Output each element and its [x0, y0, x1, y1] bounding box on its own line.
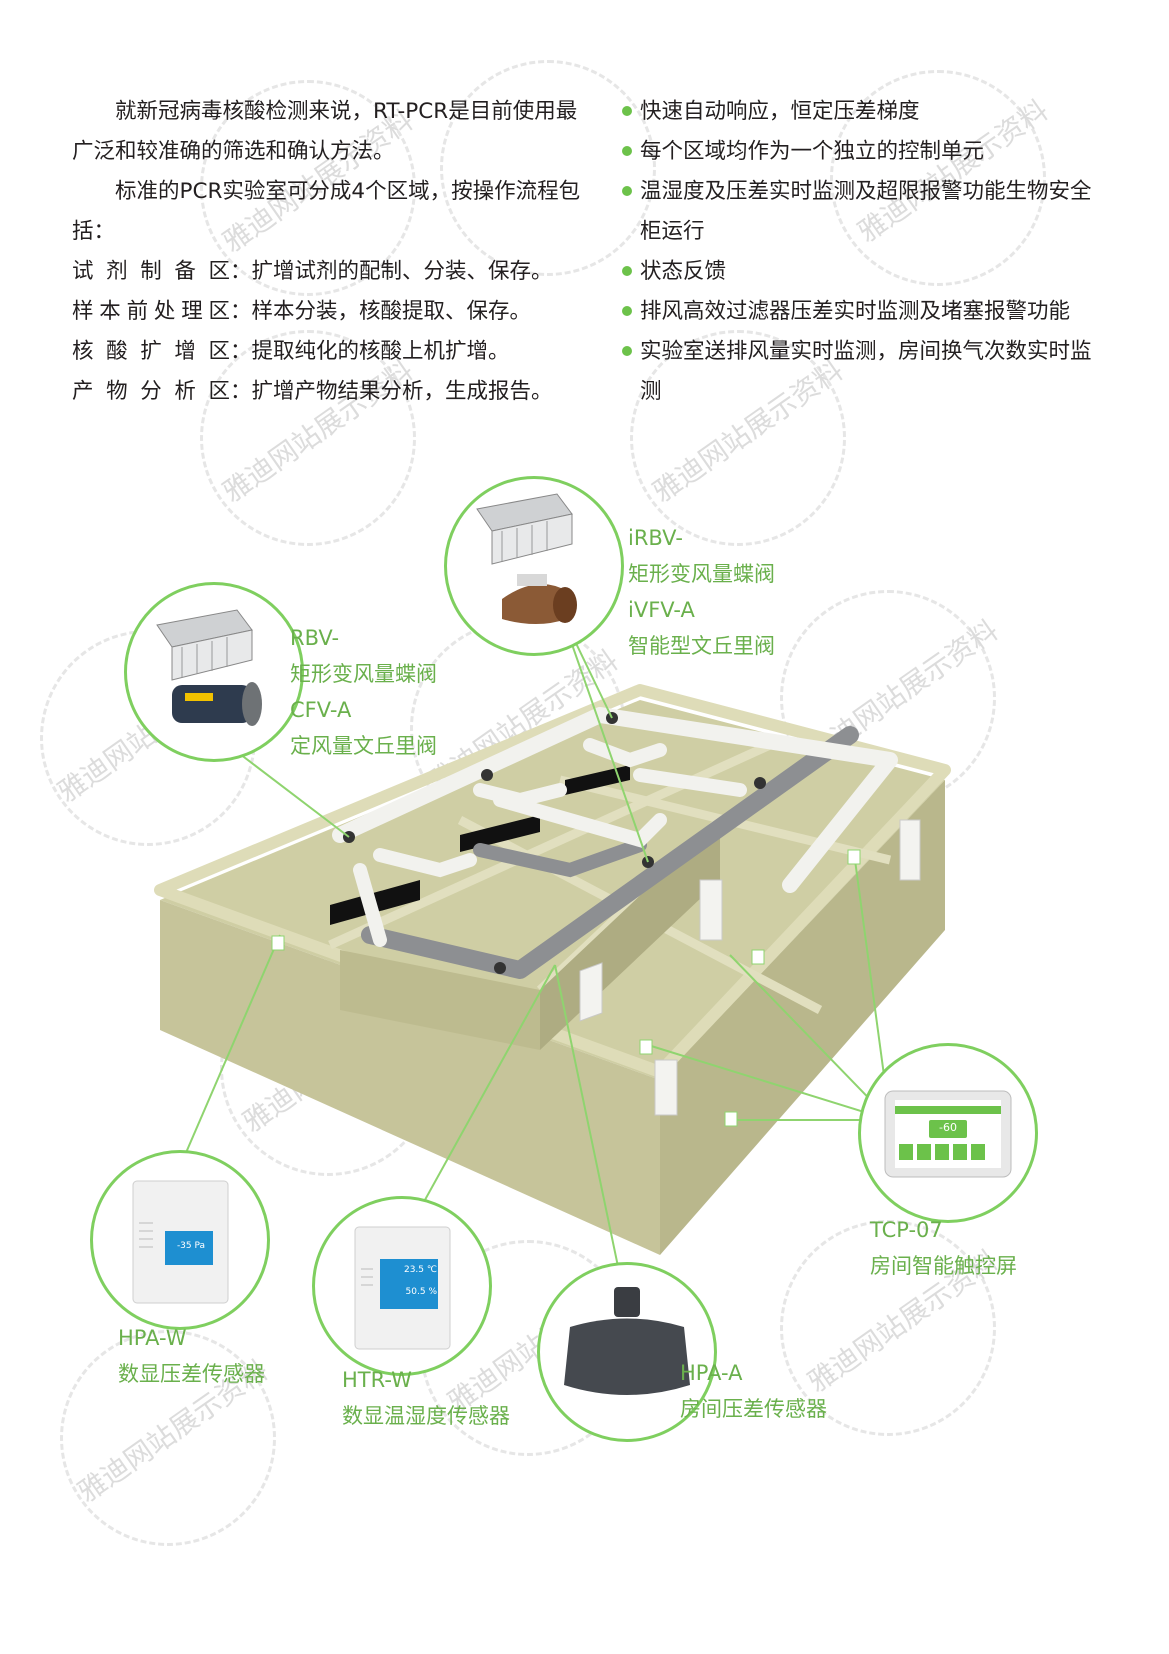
watermark-ring [200, 330, 416, 546]
zone-description: ：扩增试剂的配制、分装、保存。 [230, 259, 553, 284]
zone-row: 试剂制备区 ：扩增试剂的配制、分装、保存。 [72, 252, 582, 292]
htrw-product-circle: 23.5 ℃ 50.5 % [312, 1196, 492, 1376]
htrw-temp-value: 23.5 ℃ [403, 1265, 437, 1275]
tcp-touchscreen-image [884, 1090, 1012, 1178]
tcp-display-value: -60 [939, 1121, 957, 1134]
exhaust-duct [473, 838, 647, 878]
supply-duct [583, 738, 667, 768]
zone-description: ：样本分装，核酸提取、保存。 [230, 299, 532, 324]
door [579, 962, 603, 1022]
zone-description: ：提取纯化的核酸上机扩增。 [230, 339, 510, 364]
intro-paragraph-2: 标准的PCR实验室可分成4个区域，按操作流程包括： [72, 179, 581, 244]
tcp-product-circle: -60 [858, 1043, 1038, 1223]
rbv-damper-image [156, 609, 262, 726]
inner-wall-face [340, 950, 540, 1050]
wall-sensor [271, 935, 285, 951]
wall-sensor [724, 1111, 738, 1127]
hpaw-label: HPA-W 数显压差传感器 [118, 1326, 265, 1386]
safety-cabinet [460, 815, 540, 852]
supply-duct [373, 848, 477, 878]
hpaw-display-value: -35 Pa [176, 1241, 206, 1251]
feature-item: 每个区域均作为一个独立的控制单元 [622, 132, 1102, 172]
callout-line [647, 1044, 891, 1121]
zone-name: 试剂制备区 [72, 259, 230, 284]
feature-item: 排风高效过滤器压差实时监测及堵塞报警功能 [622, 292, 1102, 332]
intro-paragraph-1: 就新冠病毒核酸检测来说，RT-PCR是目前使用最广泛和较准确的筛选和确认方法。 [72, 99, 578, 164]
feature-list: 快速自动响应，恒定压差梯度 每个区域均作为一个独立的控制单元 温湿度及压差实时监… [622, 92, 1102, 412]
watermark-ring [440, 60, 656, 276]
callout-line [554, 964, 626, 1301]
hpaw-product-circle: -35 Pa [90, 1150, 270, 1330]
right-outer-wall [660, 780, 945, 1255]
supply-duct [332, 707, 898, 893]
safety-cabinet [565, 765, 630, 795]
watermark-ring [780, 1220, 996, 1436]
wall-sensor [639, 1039, 653, 1055]
feature-item: 状态反馈 [622, 252, 1102, 292]
hpaa-product-circle [537, 1262, 717, 1442]
zone-row: 样本前处理区 ：样本分装，核酸提取、保存。 [72, 292, 582, 332]
exhaust-duct [361, 726, 859, 979]
callout-line [729, 954, 891, 1121]
zone-row: 产物分析区 ：扩增产物结果分析，生成报告。 [72, 372, 582, 412]
zone-row: 核酸扩增区 ：提取纯化的核酸上机扩增。 [72, 332, 582, 372]
watermark-ring [830, 70, 1046, 286]
door [654, 1059, 678, 1116]
htrw-label: HTR-W 数显温湿度传感器 [342, 1368, 510, 1428]
callout-line [559, 609, 649, 863]
wall-sensor [751, 949, 765, 965]
left-outer-wall [160, 900, 660, 1255]
zone-name: 样本前处理区 [72, 299, 230, 324]
door [899, 819, 921, 881]
valve-marker [494, 962, 506, 974]
valve-marker [754, 777, 766, 789]
rbv-product-circle [124, 582, 304, 762]
callout-line [184, 934, 281, 1156]
irbv-damper-image [476, 493, 577, 624]
watermark-ring [630, 330, 846, 546]
hpaw-sensor-image [132, 1180, 229, 1304]
feature-item: 温湿度及压差实时监测及超限报警功能生物安全柜运行 [622, 172, 1102, 252]
door [699, 879, 723, 941]
supply-duct [353, 863, 387, 947]
tcp-label: TCP-07 房间智能触控屏 [870, 1218, 1017, 1278]
watermark-ring [200, 80, 416, 296]
valve-marker [481, 769, 493, 781]
hpaa-label: HPA-A 房间压差传感器 [680, 1361, 827, 1421]
supply-duct [633, 768, 747, 797]
feature-item: 实验室送排风量实时监测，房间换气次数实时监测 [622, 332, 1102, 412]
feature-item: 快速自动响应，恒定压差梯度 [622, 92, 1102, 132]
irbv-product-circle [444, 476, 624, 656]
hpaa-sensor-image [564, 1287, 690, 1395]
watermark-ring [60, 1330, 276, 1546]
irbv-label: iRBV- 矩形变风量蝶阀 iVFV-A 智能型文丘里阀 [628, 526, 775, 658]
intro-text: 就新冠病毒核酸检测来说，RT-PCR是目前使用最广泛和较准确的筛选和确认方法。 … [72, 92, 582, 412]
zone-name: 核酸扩增区 [72, 339, 230, 364]
wall-sensor [847, 849, 861, 865]
zone-description: ：扩增产物结果分析，生成报告。 [230, 379, 553, 404]
htrw-humidity-value: 50.5 % [405, 1287, 437, 1297]
rbv-label: RBV- 矩形变风量蝶阀 CFV-A 定风量文丘里阀 [290, 626, 437, 758]
zone-name: 产物分析区 [72, 379, 230, 404]
htrw-sensor-image [354, 1226, 451, 1350]
